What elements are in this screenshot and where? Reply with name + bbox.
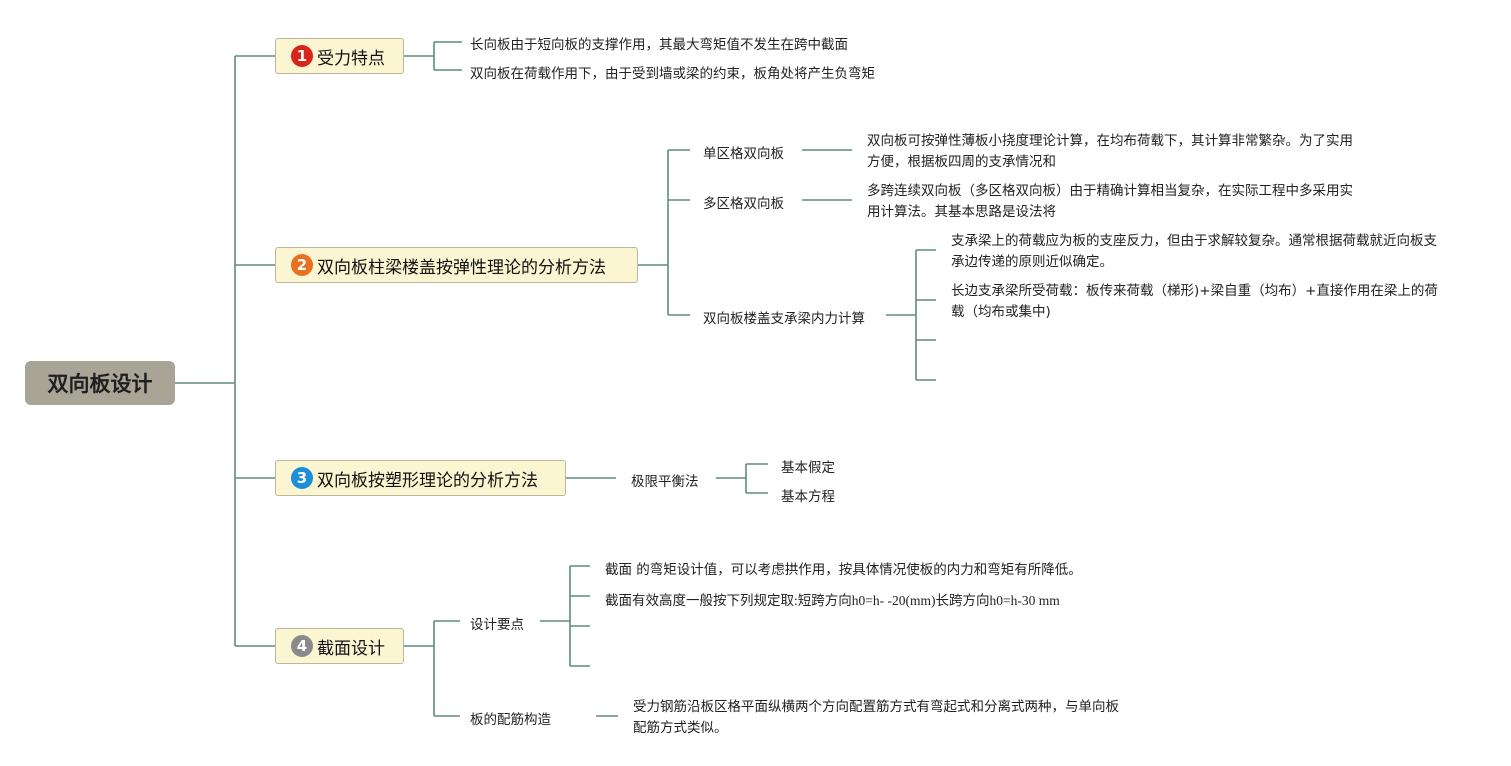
topic-3[interactable]: 3 双向板按塑形理论的分析方法 <box>275 460 566 496</box>
root-node[interactable]: 双向板设计 <box>25 361 175 405</box>
sub-4-1-connector <box>540 565 590 667</box>
topic-1-leaf-1[interactable]: 长向板由于短向板的支撑作用，其最大弯矩值不发生在跨中截面 <box>470 37 848 53</box>
topic-4[interactable]: 4 截面设计 <box>275 628 404 664</box>
design-point-2[interactable]: 截面有效高度一般按下列规定取:短跨方向h0=h- -20(mm)长跨方向h0=h… <box>605 593 1060 608</box>
sub-single-panel[interactable]: 单区格双向板 <box>703 146 784 162</box>
badge-3: 3 <box>291 467 313 489</box>
basic-assumption[interactable]: 基本假定 <box>781 460 835 476</box>
design-point-1[interactable]: 截面 的弯矩设计值，可以考虑拱作用，按具体情况使板的内力和弯矩有所降低。 <box>605 562 1082 578</box>
topic-2[interactable]: 2 双向板柱梁楼盖按弹性理论的分析方法 <box>275 247 638 283</box>
root-label: 双向板设计 <box>47 372 153 396</box>
topic-1-leaf-2[interactable]: 双向板在荷载作用下，由于受到墙或梁的约束，板角处将产生负弯矩 <box>470 66 875 82</box>
topic-2-connector <box>638 149 690 316</box>
badge-1: 1 <box>291 45 313 67</box>
topic-3-label: 双向板按塑形理论的分析方法 <box>317 470 538 491</box>
sub-multi-panel[interactable]: 多区格双向板 <box>703 196 784 212</box>
sub-support-beam[interactable]: 双向板楼盖支承梁内力计算 <box>703 311 865 327</box>
topic-1-connector <box>404 41 462 71</box>
topic-4-connector <box>404 620 460 717</box>
basic-equation[interactable]: 基本方程 <box>781 489 835 505</box>
support-beam-detail-2[interactable]: 长边支承梁所受荷载：板传来荷载（梯形)+梁自重（均布）+直接作用在梁上的荷载（均… <box>951 283 1438 320</box>
sub-limit-equilibrium[interactable]: 极限平衡法 <box>631 474 699 490</box>
topic-4-label: 截面设计 <box>317 638 385 659</box>
badge-4: 4 <box>291 635 313 657</box>
sub-design-points[interactable]: 设计要点 <box>470 617 524 633</box>
topic-2-label: 双向板柱梁楼盖按弹性理论的分析方法 <box>317 257 606 278</box>
sub-single-panel-detail[interactable]: 双向板可按弹性薄板小挠度理论计算，在均布荷载下，其计算非常繁杂。为了实用方便，根… <box>867 133 1353 170</box>
sub-3-1-connector <box>716 463 768 494</box>
reinforcement-detail[interactable]: 受力钢筋沿板区格平面纵横两个方向配置筋方式有弯起式和分离式两种，与单向板配筋方式… <box>633 699 1119 736</box>
topic-1[interactable]: 1 受力特点 <box>275 38 404 74</box>
topic-1-label: 受力特点 <box>317 48 385 69</box>
support-beam-detail-1[interactable]: 支承梁上的荷载应为板的支座反力，但由于求解较复杂。通常根据荷载就近向板支承边传递… <box>951 233 1437 270</box>
sub-2-3-connector <box>886 249 936 381</box>
sub-multi-panel-detail[interactable]: 多跨连续双向板（多区格双向板）由于精确计算相当复杂，在实际工程中多采用实用计算法… <box>867 183 1353 220</box>
root-connector <box>175 55 275 647</box>
sub-reinforcement[interactable]: 板的配筋构造 <box>470 712 551 728</box>
badge-2: 2 <box>291 254 313 276</box>
